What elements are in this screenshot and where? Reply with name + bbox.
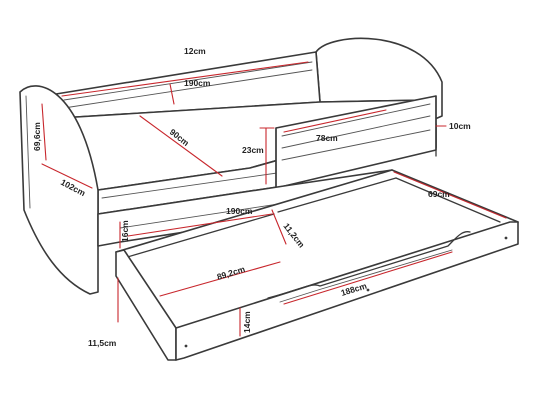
- label-drawer-front-14: 14cm: [242, 311, 252, 333]
- bed-frame: [19, 37, 443, 295]
- label-barrier-10: 10cm: [449, 121, 471, 131]
- label-length-190-top: 190cm: [184, 78, 211, 88]
- label-length-190-drawer: 190cm: [226, 206, 253, 216]
- drawer: [115, 169, 519, 361]
- label-drawer-69: 69cm: [428, 189, 450, 199]
- label-headboard-69-6: 69,6cm: [32, 122, 42, 151]
- drawer-handle-cutout: [267, 231, 471, 299]
- left-footboard: [19, 85, 99, 295]
- label-barrier-height-23: 23cm: [242, 145, 264, 155]
- label-length-78: 78cm: [316, 133, 338, 143]
- safety-barrier: [275, 95, 437, 199]
- drawer-front: [175, 221, 519, 361]
- label-drawer-depth-12: 12cm: [184, 46, 206, 56]
- label-drawer-16: 16cm: [120, 220, 130, 242]
- dimension-lines: [41, 61, 507, 337]
- label-leg-11-5: 11,5cm: [88, 338, 117, 348]
